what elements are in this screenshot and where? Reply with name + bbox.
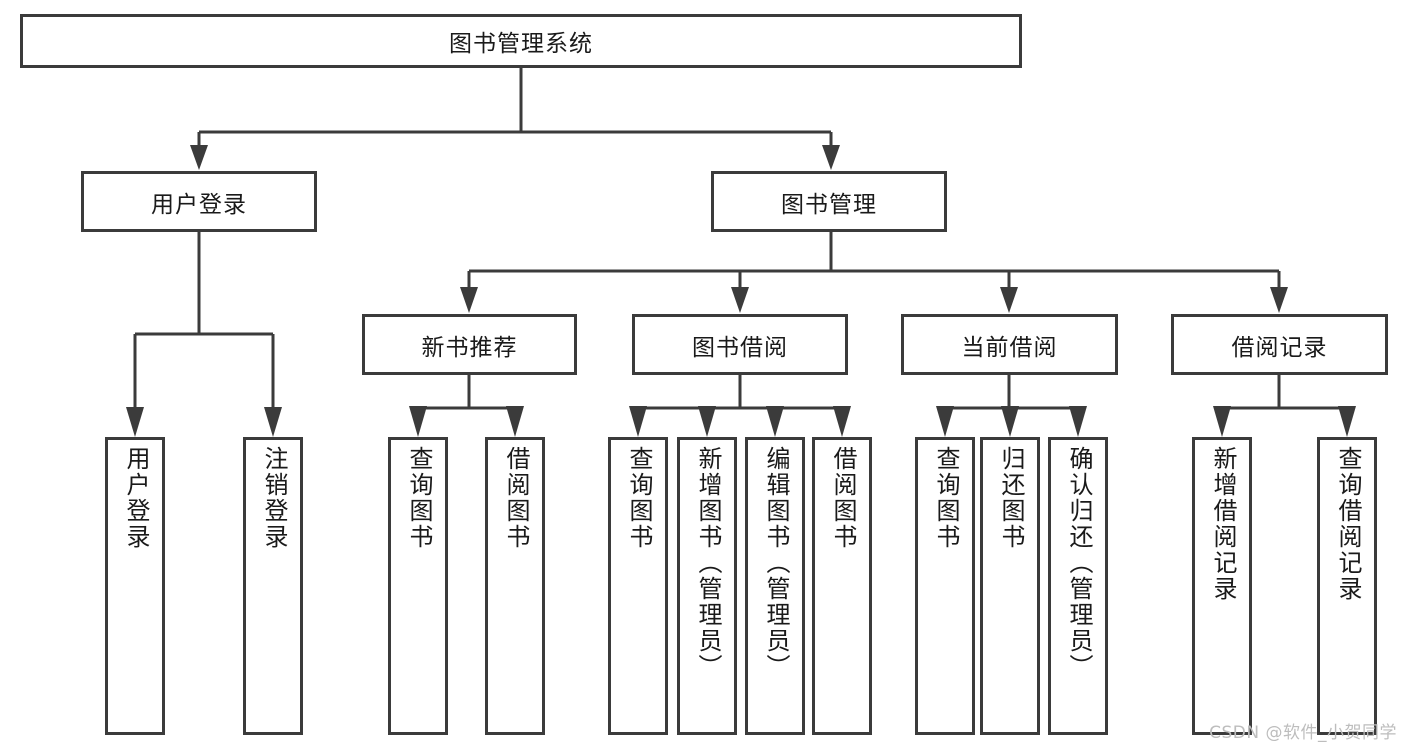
- node-leaf-query-book-1[interactable]: 查询图书: [388, 437, 448, 735]
- arrowhead-leaf-user-login: [126, 407, 144, 437]
- node-leaf-add-record-label: 新增借阅记录: [1208, 446, 1237, 602]
- arrowhead-leaf-borrow-book-2: [833, 406, 851, 437]
- arrowhead-borrow-record: [1270, 287, 1288, 313]
- node-leaf-borrow-book-2[interactable]: 借阅图书: [812, 437, 872, 735]
- node-leaf-query-record[interactable]: 查询借阅记录: [1317, 437, 1377, 735]
- node-leaf-query-book-3[interactable]: 查询图书: [915, 437, 975, 735]
- node-borrow-record[interactable]: 借阅记录: [1171, 314, 1388, 375]
- arrowhead-leaf-add-record: [1213, 406, 1231, 437]
- node-leaf-edit-book-label: 编辑图书（管理员）: [761, 446, 790, 680]
- arrowhead-current-borrow: [1000, 287, 1018, 313]
- arrowhead-user-login: [190, 145, 208, 170]
- arrowhead-leaf-query-record: [1338, 406, 1356, 437]
- arrowhead-leaf-query-book-2: [629, 406, 647, 437]
- node-leaf-query-record-label: 查询借阅记录: [1333, 446, 1362, 602]
- arrowhead-leaf-borrow-book-1: [506, 406, 524, 437]
- node-borrow-record-label: 借阅记录: [1231, 334, 1328, 361]
- node-leaf-add-record[interactable]: 新增借阅记录: [1192, 437, 1252, 735]
- arrowhead-book-manage: [822, 145, 840, 170]
- node-new-book-recommend[interactable]: 新书推荐: [362, 314, 577, 375]
- node-leaf-add-book[interactable]: 新增图书（管理员）: [677, 437, 737, 735]
- node-leaf-query-book-2-label: 查询图书: [624, 446, 653, 550]
- node-user-login-label: 用户登录: [151, 191, 247, 218]
- node-root-title[interactable]: 图书管理系统: [20, 14, 1022, 68]
- arrowhead-leaf-query-book-1: [409, 406, 427, 437]
- node-leaf-edit-book[interactable]: 编辑图书（管理员）: [745, 437, 805, 735]
- node-leaf-user-login[interactable]: 用户登录: [105, 437, 165, 735]
- node-leaf-borrow-book-2-label: 借阅图书: [828, 446, 857, 550]
- node-leaf-confirm-return-label: 确认归还（管理员）: [1064, 446, 1093, 680]
- arrowhead-leaf-edit-book: [766, 406, 784, 437]
- node-leaf-user-login-label: 用户登录: [121, 446, 150, 550]
- arrowhead-leaf-return-book: [1001, 406, 1019, 437]
- node-leaf-query-book-3-label: 查询图书: [931, 446, 960, 550]
- arrowhead-leaf-confirm-return: [1069, 406, 1087, 437]
- arrowhead-book-borrow: [731, 287, 749, 313]
- arrowhead-leaf-add-book: [698, 406, 716, 437]
- arrowhead-leaf-user-logout: [264, 407, 282, 437]
- node-leaf-return-book[interactable]: 归还图书: [980, 437, 1040, 735]
- node-leaf-user-logout-label: 注销登录: [259, 446, 288, 550]
- node-leaf-return-book-label: 归还图书: [996, 446, 1025, 550]
- node-book-borrow[interactable]: 图书借阅: [632, 314, 848, 375]
- node-book-manage[interactable]: 图书管理: [711, 171, 947, 232]
- node-root-title-label: 图书管理系统: [449, 31, 593, 57]
- node-current-borrow-label: 当前借阅: [961, 334, 1058, 361]
- node-leaf-query-book-2[interactable]: 查询图书: [608, 437, 668, 735]
- node-leaf-confirm-return[interactable]: 确认归还（管理员）: [1048, 437, 1108, 735]
- node-current-borrow[interactable]: 当前借阅: [901, 314, 1118, 375]
- watermark-text: CSDN @软件_小贺同学: [1209, 723, 1397, 743]
- node-leaf-query-book-1-label: 查询图书: [404, 446, 433, 550]
- node-leaf-user-logout[interactable]: 注销登录: [243, 437, 303, 735]
- node-leaf-borrow-book-1[interactable]: 借阅图书: [485, 437, 545, 735]
- node-book-manage-label: 图书管理: [781, 191, 877, 218]
- node-leaf-add-book-label: 新增图书（管理员）: [693, 446, 722, 680]
- arrowhead-leaf-query-book-3: [936, 406, 954, 437]
- node-leaf-borrow-book-1-label: 借阅图书: [501, 446, 530, 550]
- node-book-borrow-label: 图书借阅: [692, 334, 788, 361]
- arrowhead-new-book-recommend: [460, 287, 478, 313]
- node-new-book-recommend-label: 新书推荐: [421, 334, 518, 361]
- node-user-login[interactable]: 用户登录: [81, 171, 317, 232]
